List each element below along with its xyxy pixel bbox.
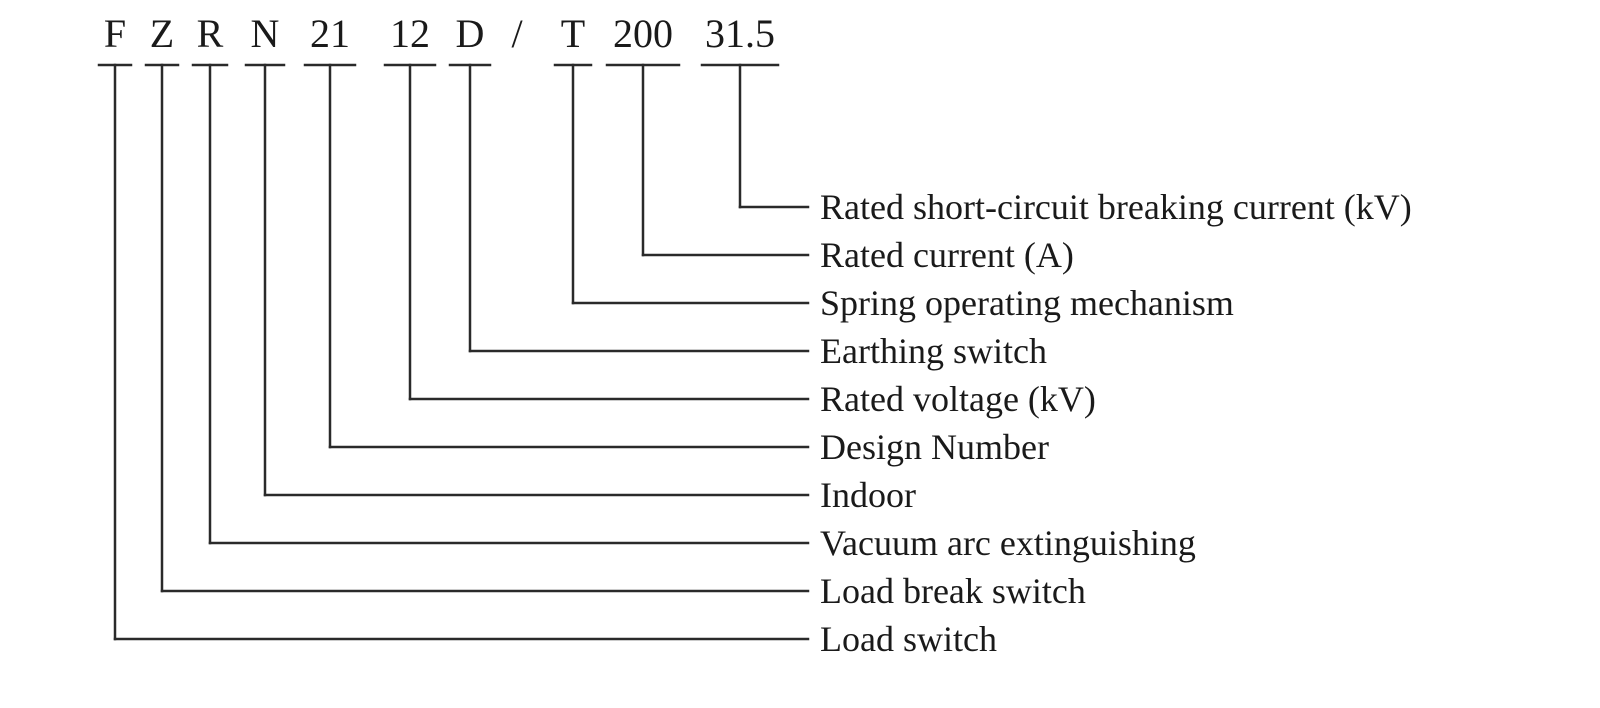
seg-r: R xyxy=(196,11,224,56)
callout-earthing-switch: Earthing switch xyxy=(820,331,1047,371)
seg-f: F xyxy=(103,11,127,56)
seg-315: 31.5 xyxy=(705,11,775,56)
callout-indoor: Indoor xyxy=(820,475,916,515)
seg-slash: / xyxy=(511,11,523,56)
seg-t: T xyxy=(560,11,586,56)
callout-rated-current: Rated current (A) xyxy=(820,235,1074,275)
seg-n: N xyxy=(250,11,280,56)
seg-d: D xyxy=(455,11,485,56)
callout-vacuum-arc: Vacuum arc extinguishing xyxy=(820,523,1196,563)
seg-21: 21 xyxy=(310,11,350,56)
seg-z: Z xyxy=(149,11,175,56)
callout-spring-mechanism: Spring operating mechanism xyxy=(820,283,1234,323)
callout-design-number: Design Number xyxy=(820,427,1049,467)
callout-load-switch: Load switch xyxy=(820,619,997,659)
seg-12: 12 xyxy=(390,11,430,56)
callout-rated-voltage: Rated voltage (kV) xyxy=(820,379,1096,419)
seg-200: 200 xyxy=(613,11,673,56)
callout-load-break: Load break switch xyxy=(820,571,1086,611)
callout-breaking-current: Rated short-circuit breaking current (kV… xyxy=(820,187,1412,227)
